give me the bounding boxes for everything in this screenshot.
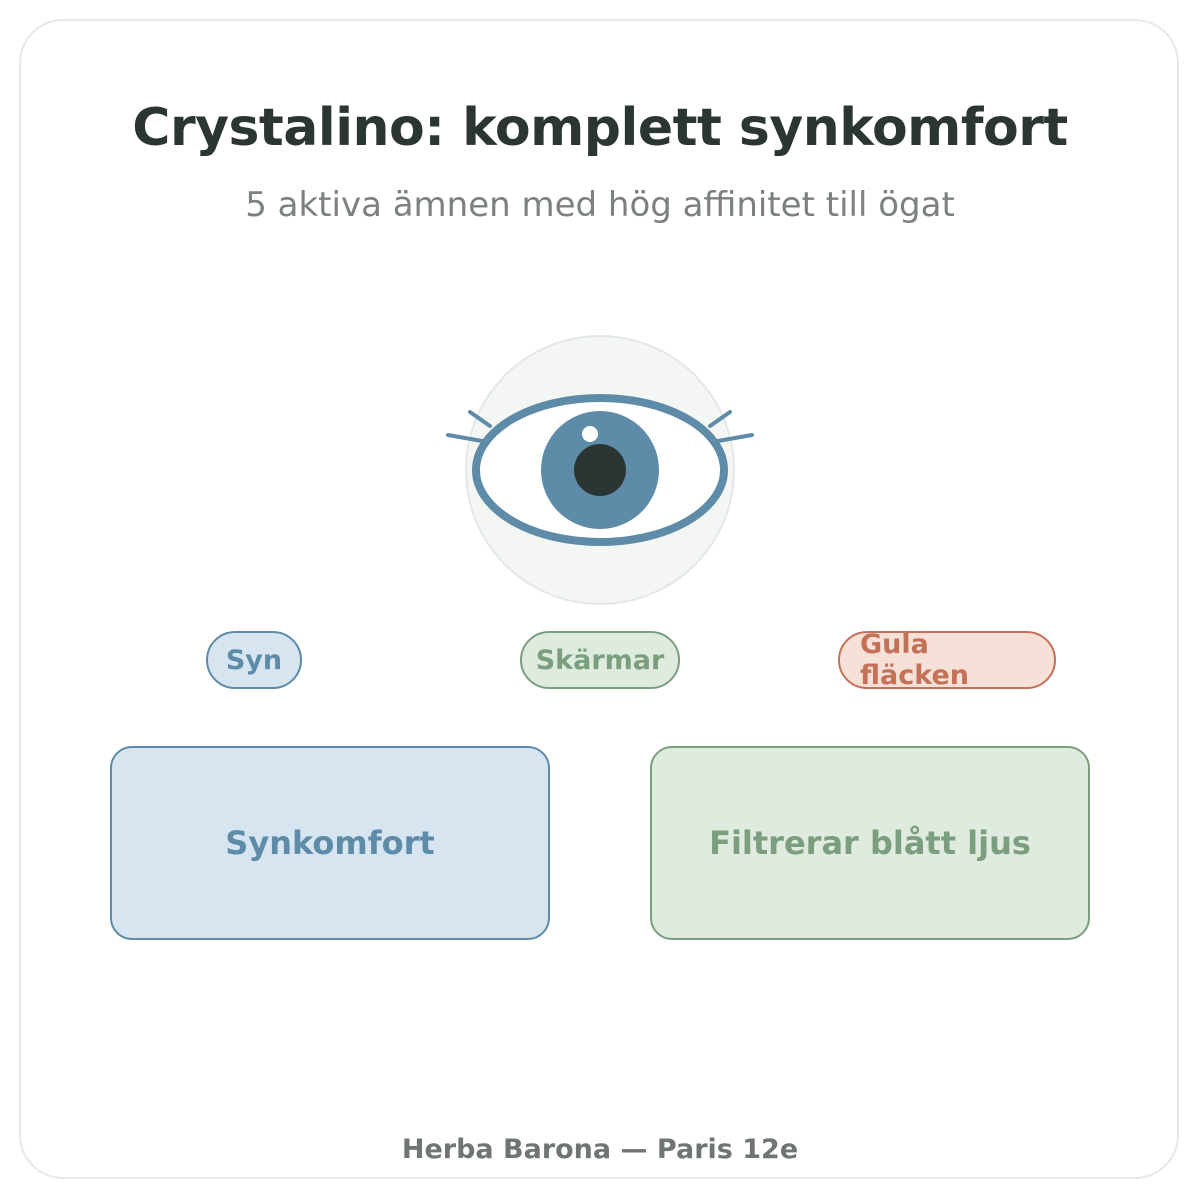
eyelash-right [708, 410, 754, 443]
tag-syn: Syn [206, 631, 302, 689]
tag-macula: Gula fläcken [838, 629, 1056, 691]
benefit-label: Synkomfort [225, 824, 435, 862]
footer-text: Herba Barona — Paris 12e [401, 1134, 799, 1165]
page-title: Crystalino: komplett synkomfort [132, 98, 1068, 158]
benefit-label: Filtrerar blått ljus [709, 824, 1031, 862]
eye-highlight [582, 426, 598, 442]
eye-icon [446, 335, 754, 605]
benefit-card-blue-light: Filtrerar blått ljus [650, 746, 1090, 940]
tag-screens: Skärmar [520, 631, 680, 689]
eye-illustration [440, 330, 760, 610]
eye-pupil [574, 444, 626, 496]
eyelash-left [446, 410, 492, 443]
benefit-card-comfort: Synkomfort [110, 746, 550, 940]
page-subtitle: 5 aktiva ämnen med hög affinitet till ög… [245, 185, 955, 225]
